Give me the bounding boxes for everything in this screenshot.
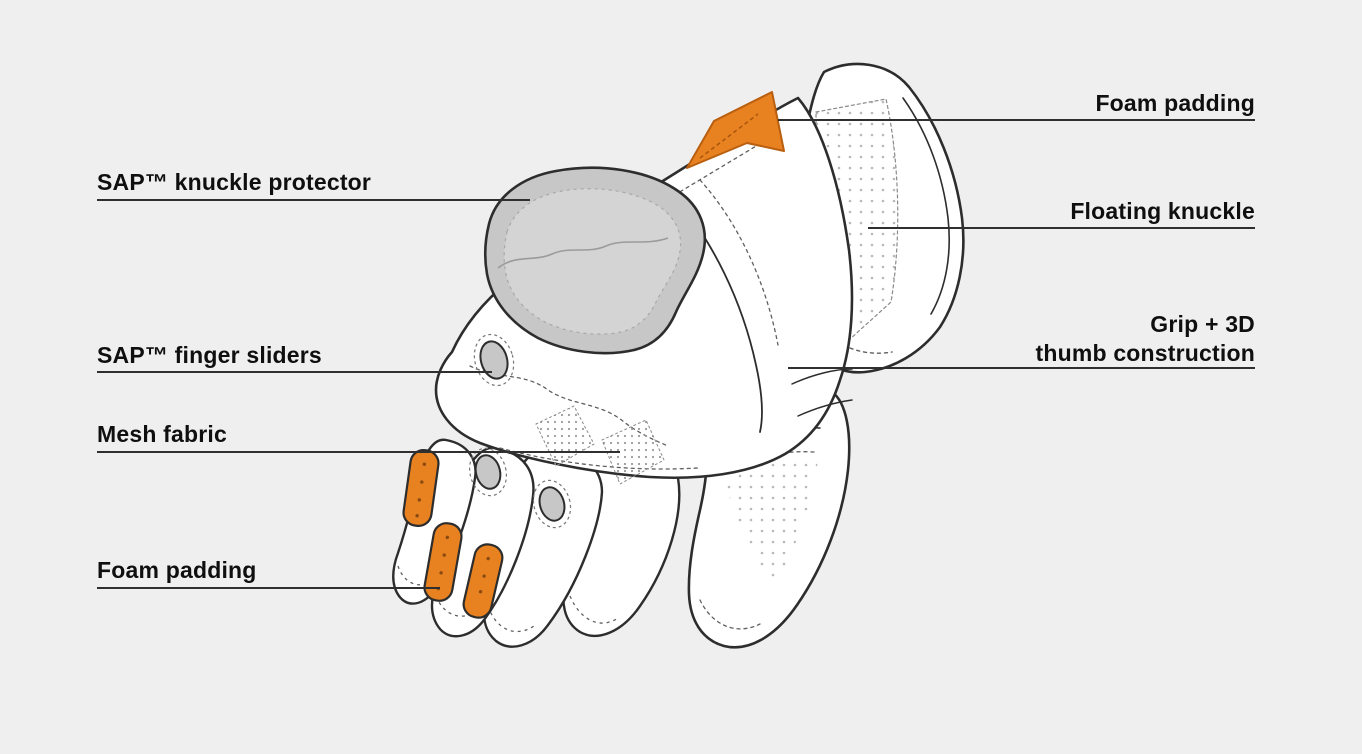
knuckle-oval [479, 340, 509, 380]
knuckle-protector [483, 166, 707, 355]
foam-slider-icon [402, 449, 440, 527]
callout-sap-finger-sliders: SAP™ finger sliders [97, 342, 322, 369]
leader-line-foam-padding-left [97, 587, 440, 589]
leader-line-foam-padding-right [778, 119, 1255, 121]
direction-arrow-icon [686, 91, 785, 169]
leader-line-grip-thumb [788, 367, 1255, 369]
callout-label: SAP™ finger sliders [97, 342, 322, 368]
foam-slider-icon [423, 522, 463, 602]
leader-line-floating-knuckle [868, 227, 1255, 229]
foam-padding-sliders [402, 449, 504, 619]
callout-mesh-fabric: Mesh fabric [97, 421, 227, 448]
wrist-strap-line-1 [791, 368, 853, 385]
glove-fingers [392, 423, 681, 648]
mesh-panel-2 [601, 419, 665, 485]
knuckle-oval-halo [468, 447, 508, 497]
hand-panel-curve-dashed [699, 179, 779, 346]
hand-bottom-seam [499, 447, 699, 470]
callout-label: Floating knuckle [1070, 198, 1255, 224]
leader-line-mesh-fabric [97, 451, 620, 453]
knuckle-oval-halo [532, 479, 572, 529]
thumb-perforation [724, 459, 818, 585]
wrist-strap-line-2 [797, 399, 853, 417]
knuckle-oval [474, 454, 502, 490]
callout-foam-padding-right: Foam padding [1095, 90, 1255, 117]
finger-knuckle-ovals [468, 333, 572, 529]
callout-sap-knuckle-protector: SAP™ knuckle protector [97, 169, 371, 196]
callout-foam-padding-left: Foam padding [97, 557, 257, 584]
callout-label: Foam padding [97, 557, 257, 583]
knuckle-protector-wave [497, 237, 669, 269]
knuckle-oval [538, 486, 566, 522]
foam-slider-icon [462, 543, 504, 619]
callout-grip-3d-thumb: Grip + 3D thumb construction [1035, 310, 1255, 368]
callout-label-line-1: Grip + 3D [1150, 311, 1255, 337]
fingertip-seams [397, 565, 619, 633]
knuckle-row-seam [469, 365, 669, 447]
thumb-tip-seam [699, 599, 761, 630]
callout-label: Foam padding [1095, 90, 1255, 116]
cuff-inner-line [902, 97, 950, 315]
leader-line-finger-sliders [97, 371, 492, 373]
knuckle-protector-highlight [503, 188, 682, 335]
callout-floating-knuckle: Floating knuckle [1070, 198, 1255, 225]
leader-line-knuckle-protector [97, 199, 530, 201]
callout-label: SAP™ knuckle protector [97, 169, 372, 195]
knuckle-oval-halo [473, 333, 515, 387]
callout-label: Mesh fabric [97, 421, 228, 447]
callout-label-line-2: thumb construction [1035, 340, 1255, 366]
